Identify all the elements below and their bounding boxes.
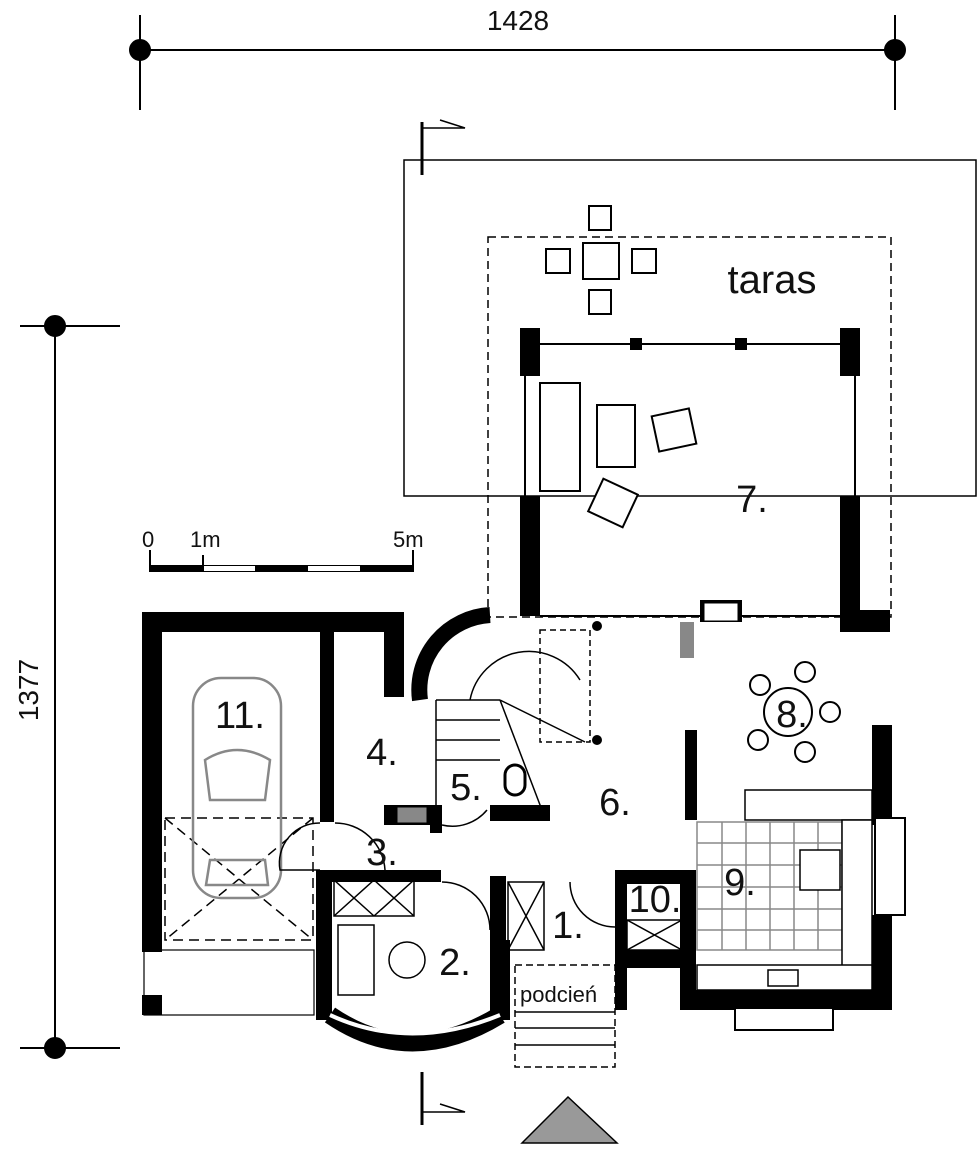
wardrobes xyxy=(333,879,683,951)
entrance-arrow-icon xyxy=(520,1095,619,1144)
sofa-hall xyxy=(337,924,375,996)
room-label-6: 6. xyxy=(599,782,631,824)
room-label-7: 7. xyxy=(736,479,768,521)
section-marker-top xyxy=(420,119,466,175)
room-label-3: 3. xyxy=(366,832,398,874)
bay-window-wall xyxy=(324,1007,505,1052)
height-dimension-label: 1377 xyxy=(13,659,44,721)
room-label-4: 4. xyxy=(366,732,398,774)
room-label-11: 11. xyxy=(215,695,265,737)
porch-outline xyxy=(514,964,616,1068)
toilet-icon xyxy=(503,763,527,797)
car-icon xyxy=(191,676,283,900)
room-label-5: 5. xyxy=(450,767,482,809)
window-bottom xyxy=(734,1007,834,1031)
terrace-outline xyxy=(403,159,977,497)
living-furniture xyxy=(539,382,698,529)
scale-bar xyxy=(149,550,414,572)
width-dimension xyxy=(129,15,906,110)
room-label-8: 8. xyxy=(776,694,808,736)
scale-label-0: 0 xyxy=(142,527,154,552)
room-label-1: 1. xyxy=(552,905,584,947)
scale-label-5m: 5m xyxy=(393,527,424,552)
section-marker-bottom xyxy=(420,1072,466,1125)
terrace-table-set xyxy=(545,205,657,315)
boiler-icon xyxy=(396,806,428,824)
kitchen-counter xyxy=(696,789,873,991)
garage-door-outline xyxy=(164,817,314,941)
porch-label: podcień xyxy=(520,982,597,1007)
window-bay-kitchen xyxy=(874,817,906,916)
room-label-9: 9. xyxy=(724,862,756,904)
width-dimension-label: 1428 xyxy=(487,5,549,36)
round-table xyxy=(388,941,426,979)
terrace-roof-outline xyxy=(487,236,892,618)
garage-entry xyxy=(143,949,315,1016)
height-dimension xyxy=(20,315,120,1059)
terrace-label: taras xyxy=(728,258,817,302)
fireplace-icon xyxy=(703,602,739,622)
walls xyxy=(142,328,892,1020)
staircase xyxy=(435,629,591,819)
stair-wall-curved xyxy=(411,607,491,702)
door-swings xyxy=(278,809,616,931)
room-label-10: 10. xyxy=(629,879,682,921)
scale-label-1m: 1m xyxy=(190,527,221,552)
dining-table xyxy=(747,661,841,763)
room-label-2: 2. xyxy=(439,942,471,984)
